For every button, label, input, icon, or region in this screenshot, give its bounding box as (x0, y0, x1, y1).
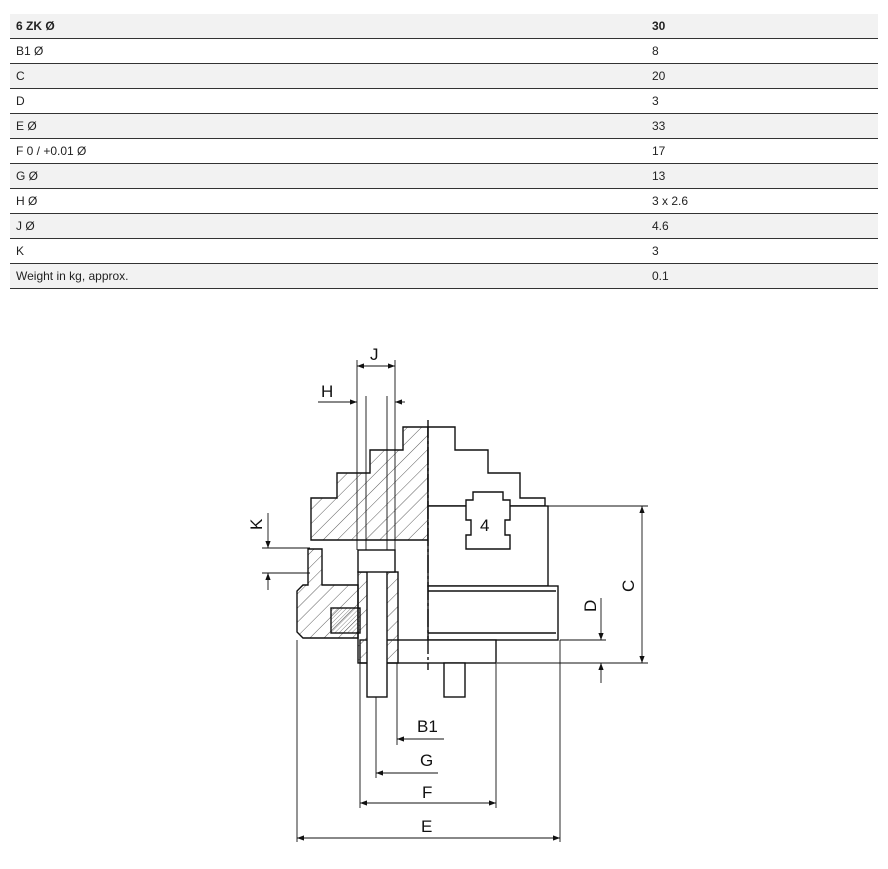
row-value: 4.6 (646, 213, 878, 239)
dim-label-e: E (421, 817, 432, 836)
dimension-lines (262, 360, 648, 842)
row-label: K (10, 238, 646, 264)
lower-ring (427, 585, 559, 641)
dim-label-d: D (581, 600, 600, 612)
row-label: E Ø (10, 113, 646, 139)
dim-label-k: K (247, 518, 266, 530)
row-label: B1 Ø (10, 38, 646, 64)
screw-shank (366, 559, 388, 698)
row-value: 8 (646, 38, 878, 64)
row-label: Weight in kg, approx. (10, 263, 646, 289)
row-value: 3 (646, 88, 878, 114)
row-value: 13 (646, 163, 878, 189)
row-label: F 0 / +0.01 Ø (10, 138, 646, 164)
screw-head (357, 549, 396, 573)
row-value: 17 (646, 138, 878, 164)
insert (330, 607, 361, 634)
dim-label-f: F (422, 783, 432, 802)
row-value: 0.1 (646, 263, 878, 289)
jaw-number: 4 (480, 516, 489, 535)
dim-label-b1: B1 (417, 717, 438, 736)
dim-label-j: J (370, 345, 379, 364)
row-label: J Ø (10, 213, 646, 239)
row-value: 3 (646, 238, 878, 264)
row-label: G Ø (10, 163, 646, 189)
row-value: 20 (646, 63, 878, 89)
row-label: H Ø (10, 188, 646, 214)
row-value: 33 (646, 113, 878, 139)
row-label: D (10, 88, 646, 114)
row-label: C (10, 63, 646, 89)
dim-label-c: C (619, 580, 638, 592)
dim-label-g: G (420, 751, 433, 770)
header-label: 6 ZK Ø (10, 14, 646, 39)
chuck-section (296, 420, 559, 698)
table-row: Weight in kg, approx.0.1 (10, 263, 878, 289)
header-value: 30 (646, 14, 878, 39)
row-value: 3 x 2.6 (646, 188, 878, 214)
jaw-slot (465, 491, 511, 550)
dim-label-h: H (321, 382, 333, 401)
pin (443, 662, 466, 698)
table-header-row: 6 ZK Ø 30 (10, 14, 878, 39)
jaw-section (310, 426, 429, 541)
